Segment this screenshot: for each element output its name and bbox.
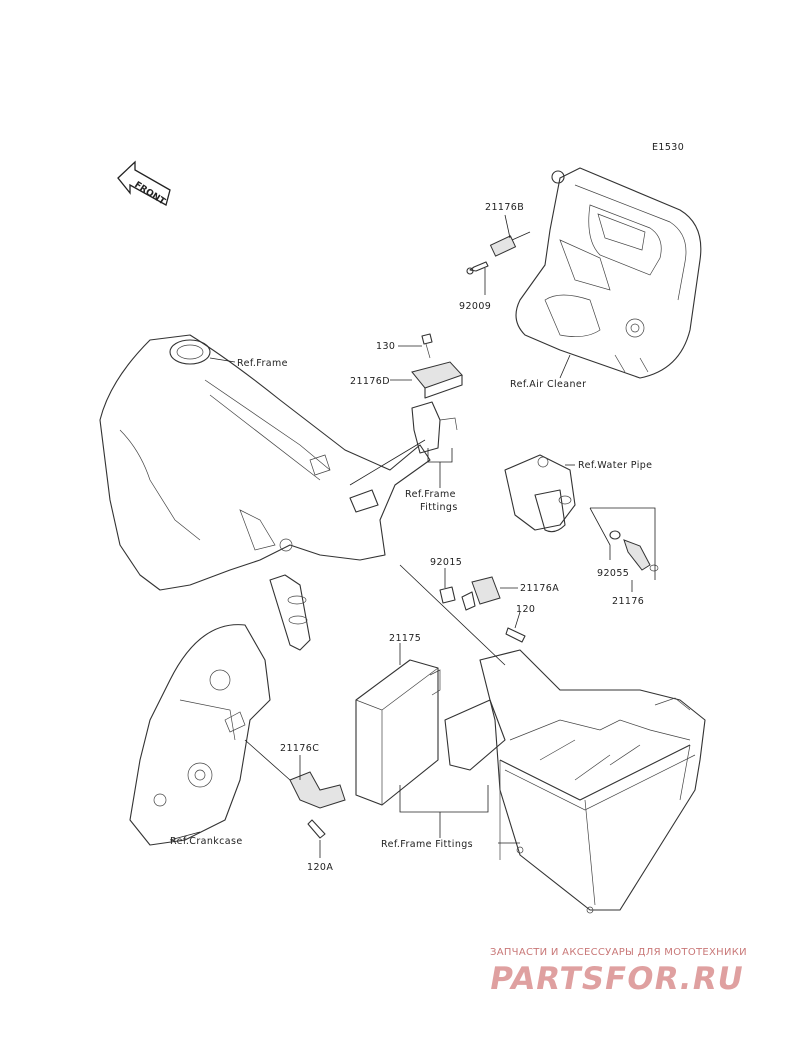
label-ref-frame: Ref.Frame	[237, 358, 288, 369]
label-130: 130	[376, 341, 395, 352]
sensor-21176A	[461, 576, 501, 611]
connector-21176D	[411, 361, 463, 399]
bracket-frame-fittings	[349, 401, 458, 486]
crankcase-outline	[129, 624, 271, 846]
label-92055: 92055	[597, 568, 629, 579]
watermark-tagline: ЗАПЧАСТИ И АКСЕССУАРЫ ДЛЯ МОТОТЕХНИКИ	[490, 947, 747, 958]
label-ref-water-pipe: Ref.Water Pipe	[578, 460, 652, 471]
label-ref-frame-fittings-line1: Ref.Frame	[405, 489, 456, 500]
label-ref-frame-fittings-bottom: Ref.Frame Fittings	[381, 839, 473, 850]
label-21176B: 21176B	[485, 202, 524, 213]
label-21176C: 21176C	[280, 743, 319, 754]
watermark-logo: PARTSFOR.RU	[486, 961, 747, 997]
sensor-21176B	[489, 231, 531, 257]
ecu-21175	[355, 659, 441, 806]
temp-sensor-21176	[623, 539, 659, 572]
label-ref-crankcase: Ref.Crankcase	[170, 836, 243, 847]
label-21176A: 21176A	[520, 583, 559, 594]
screw-92009	[466, 261, 489, 275]
label-21175: 21175	[389, 633, 421, 644]
label-92009: 92009	[459, 301, 491, 312]
label-ref-frame-fittings-line2: Fittings	[420, 502, 458, 513]
label-92015: 92015	[430, 557, 462, 568]
battery-case	[444, 649, 706, 914]
water-pipe-housing	[504, 454, 576, 533]
sensor-21176C	[244, 739, 346, 809]
oring-92055	[609, 530, 621, 540]
grommet-92015	[439, 586, 456, 604]
label-21176D: 21176D	[350, 376, 390, 387]
label-ref-air-cleaner: Ref.Air Cleaner	[510, 379, 586, 390]
diagram-code: E1530	[652, 142, 684, 153]
air-cleaner-housing	[515, 167, 702, 379]
bolt-130	[421, 333, 433, 359]
front-arrow-icon: FRONT	[117, 160, 171, 208]
label-21176: 21176	[612, 596, 644, 607]
frame-outline	[99, 334, 431, 651]
bolt-120	[505, 627, 526, 643]
label-120: 120	[516, 604, 535, 615]
bolt-120A	[307, 819, 326, 839]
leader-lines	[169, 214, 656, 858]
label-120A: 120A	[307, 862, 333, 873]
